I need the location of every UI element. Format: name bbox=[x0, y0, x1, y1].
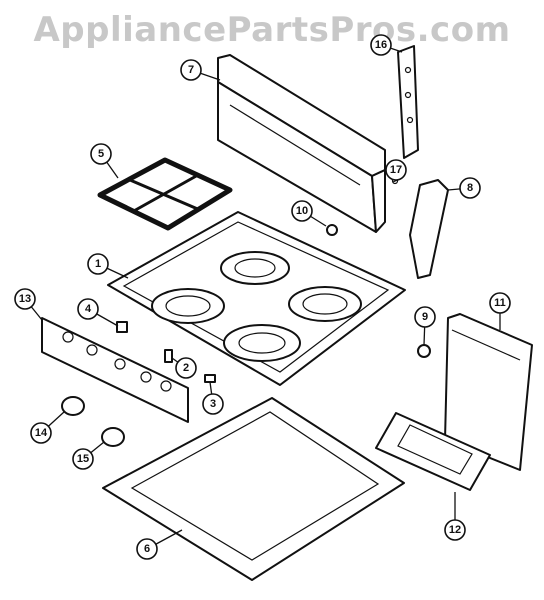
watermark-text: AppliancePartsPros.com bbox=[33, 10, 511, 50]
bottom-tray bbox=[102, 397, 405, 581]
callout-circle-3 bbox=[202, 393, 224, 415]
callout-circle-15 bbox=[72, 448, 94, 470]
small-part bbox=[326, 224, 338, 236]
callout-label-4: 4 bbox=[85, 303, 92, 315]
cooktop bbox=[107, 211, 406, 386]
callout-label-14: 14 bbox=[35, 427, 48, 439]
callout-circle-12 bbox=[444, 519, 466, 541]
backguard-panel bbox=[217, 54, 386, 233]
callout-circle-5 bbox=[90, 143, 112, 165]
callout-label-2: 2 bbox=[183, 362, 189, 374]
knob-2 bbox=[101, 427, 125, 447]
gasket-frame bbox=[375, 412, 491, 491]
callout-circle-2 bbox=[175, 357, 197, 379]
callout-label-7: 7 bbox=[188, 64, 194, 76]
callout-circle-4 bbox=[77, 298, 99, 320]
callout-circle-6 bbox=[136, 538, 158, 560]
callout-label-13: 13 bbox=[19, 293, 31, 305]
switch bbox=[116, 321, 128, 333]
callout-label-9: 9 bbox=[422, 311, 428, 323]
rear-panel bbox=[444, 313, 533, 471]
callout-label-17: 17 bbox=[390, 164, 402, 176]
side-bracket bbox=[397, 45, 419, 159]
callout-circle-11 bbox=[489, 292, 511, 314]
callout-circle-16 bbox=[370, 34, 392, 56]
burner-grate bbox=[97, 157, 233, 231]
callout-label-5: 5 bbox=[98, 148, 104, 160]
callout-circle-8 bbox=[459, 177, 481, 199]
callout-label-16: 16 bbox=[375, 39, 387, 51]
fitting bbox=[164, 349, 173, 363]
callout-circle-17 bbox=[385, 159, 407, 181]
callout-label-6: 6 bbox=[144, 543, 150, 555]
callout-circle-9 bbox=[414, 306, 436, 328]
callout-label-3: 3 bbox=[210, 398, 216, 410]
control-panel bbox=[41, 317, 189, 423]
knob bbox=[61, 396, 85, 416]
callout-label-12: 12 bbox=[449, 524, 461, 536]
clip bbox=[204, 374, 216, 383]
end-cap bbox=[409, 179, 449, 279]
orifice bbox=[417, 344, 431, 358]
callout-circle-7 bbox=[180, 59, 202, 81]
callout-label-10: 10 bbox=[296, 205, 308, 217]
callout-circle-13 bbox=[14, 288, 36, 310]
callout-label-1: 1 bbox=[95, 258, 101, 270]
callout-label-11: 11 bbox=[494, 297, 506, 309]
callout-label-8: 8 bbox=[467, 182, 473, 194]
callout-label-15: 15 bbox=[77, 453, 89, 465]
callout-circle-10 bbox=[291, 200, 313, 222]
callout-circle-1 bbox=[87, 253, 109, 275]
callout-circle-14 bbox=[30, 422, 52, 444]
